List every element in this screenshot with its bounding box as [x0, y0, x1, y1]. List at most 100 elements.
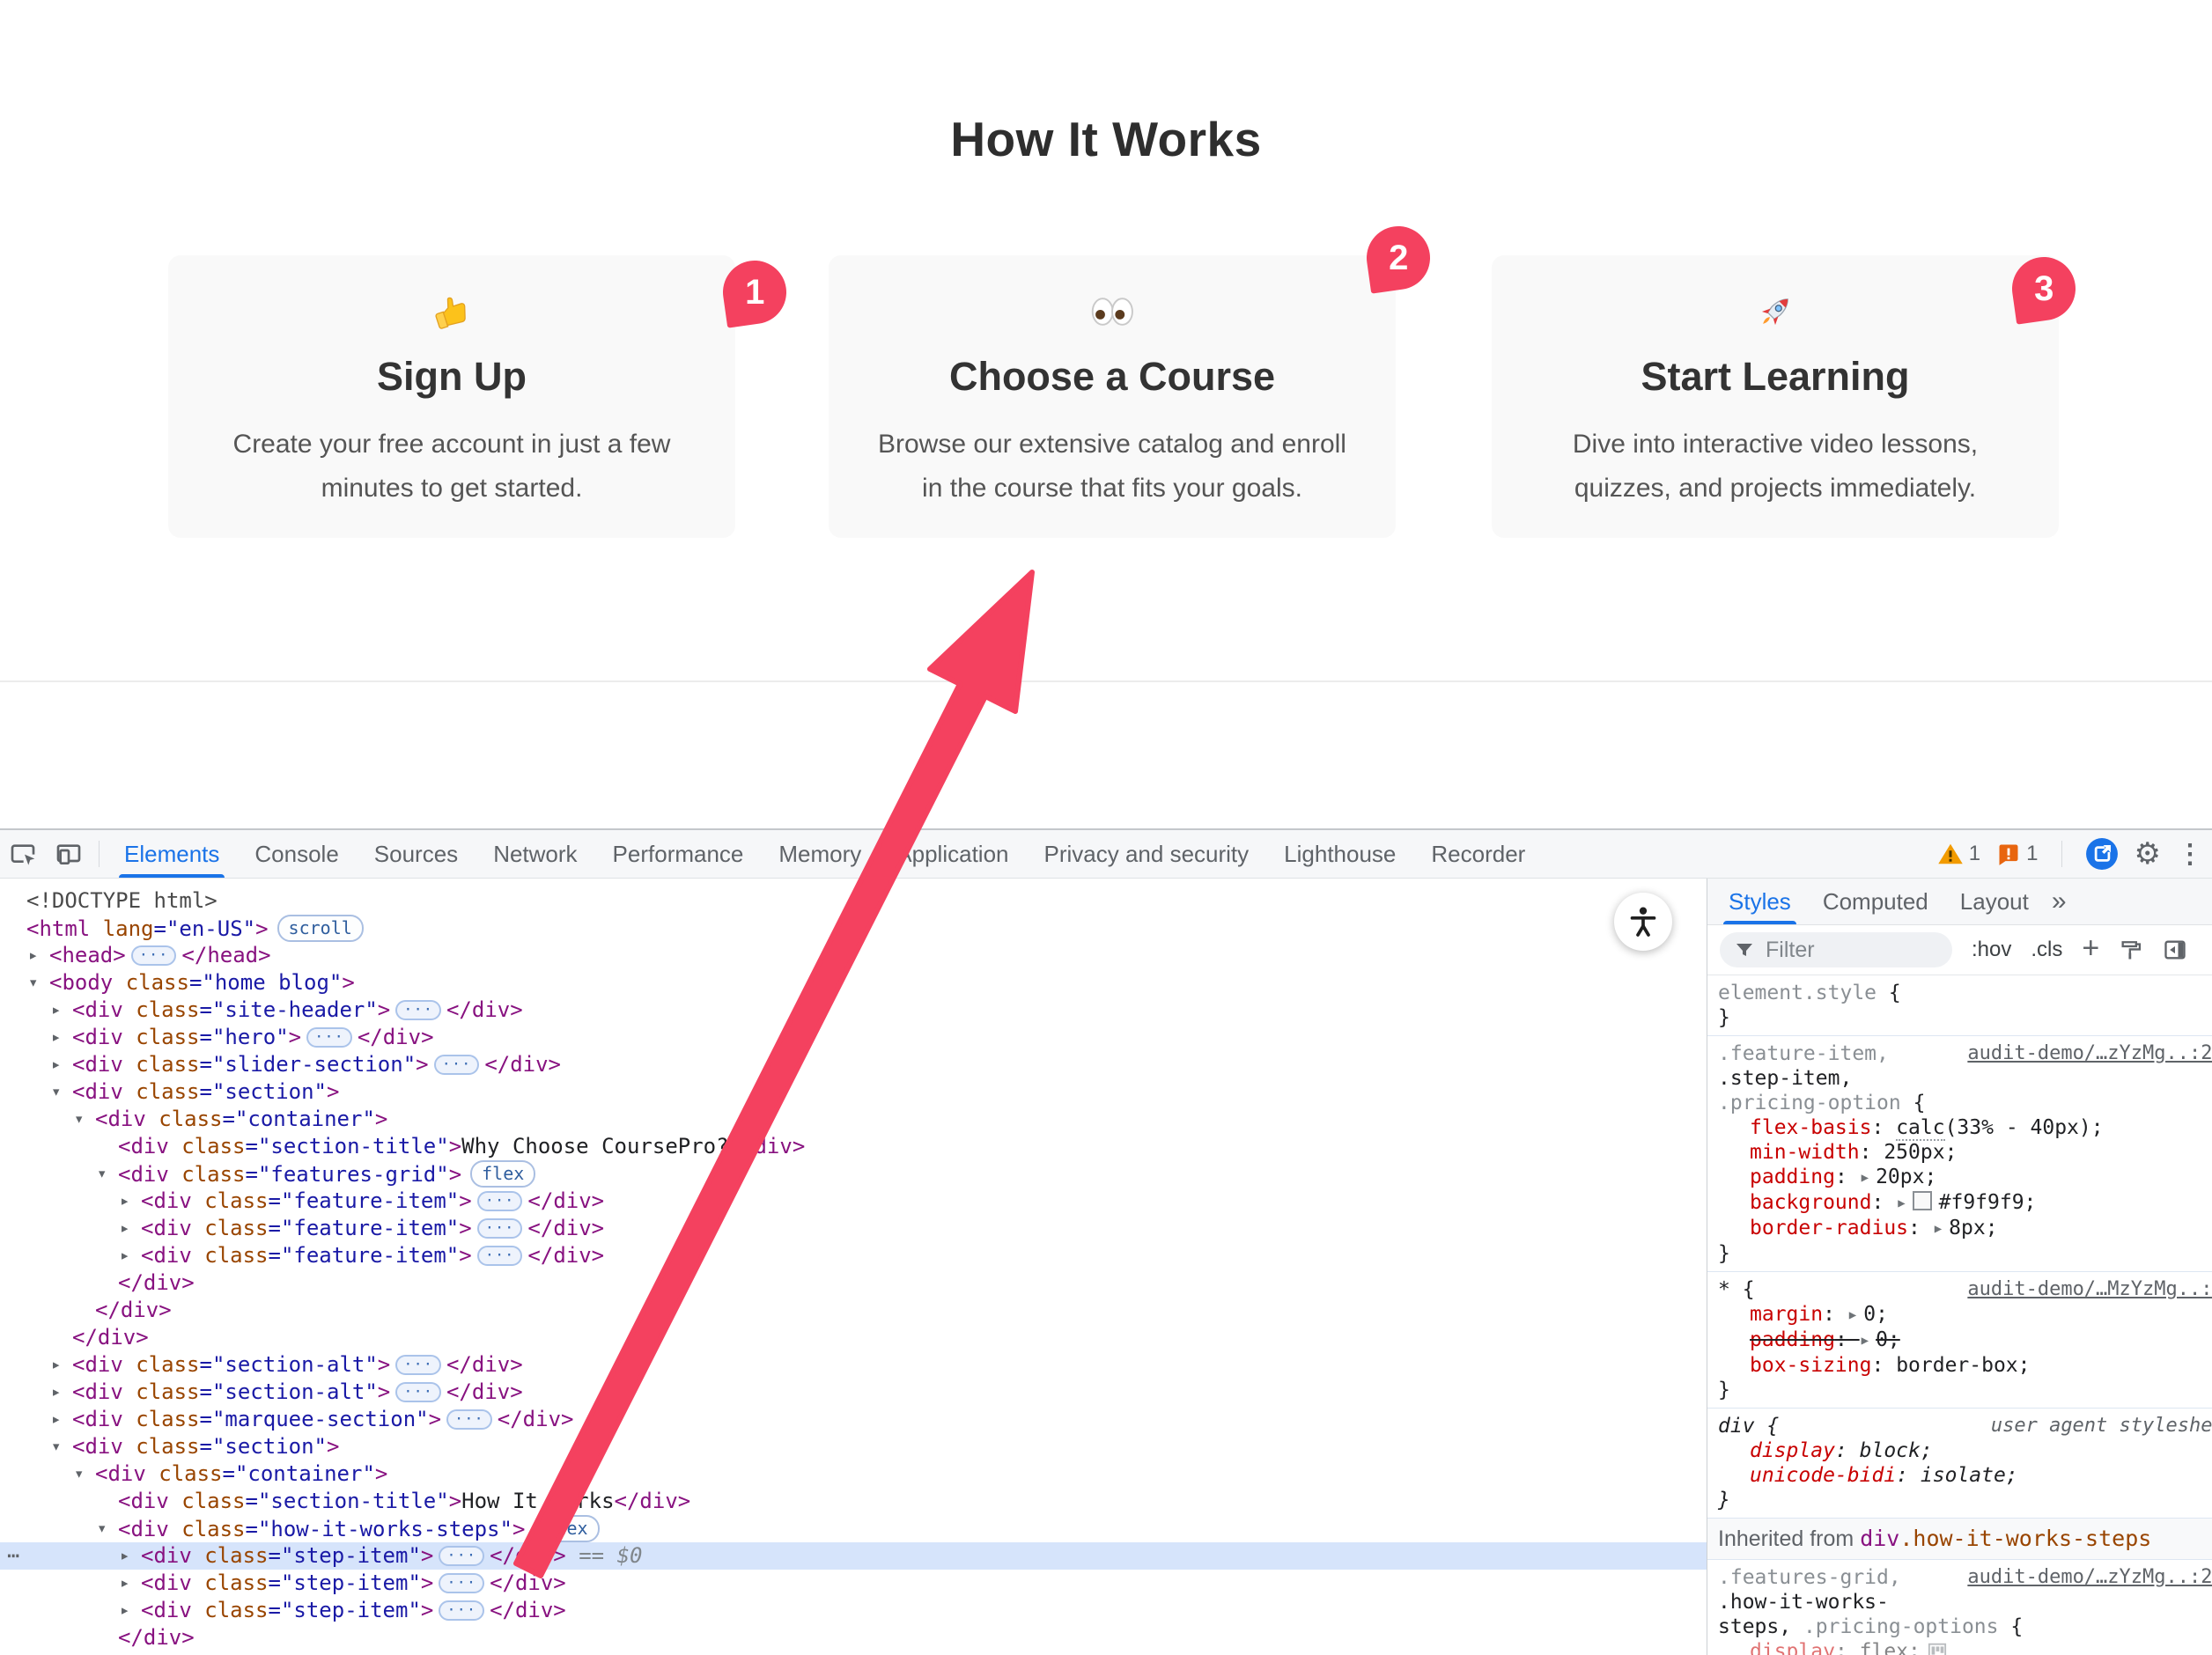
collapsed-chevron-icon[interactable]: ▸: [51, 1355, 62, 1374]
sidebar-tab-computed[interactable]: Computed: [1822, 888, 1928, 915]
collapsed-content-icon[interactable]: ···: [395, 1000, 441, 1020]
collapsed-chevron-icon[interactable]: ▸: [51, 1055, 62, 1074]
css-selector-line[interactable]: audit-demo/…zYzMg..:251.features-grid,: [1718, 1565, 2212, 1590]
scroll-badge[interactable]: scroll: [276, 915, 364, 942]
css-selector-line[interactable]: .pricing-option {: [1718, 1092, 1926, 1114]
dom-tree-row[interactable]: ▸<div class="section-alt">···</div>: [51, 1352, 523, 1377]
dom-tree-row[interactable]: <div class="section-title">Why Choose Co…: [118, 1134, 806, 1158]
dom-tree-row[interactable]: <!DOCTYPE html>: [26, 888, 218, 913]
tab-elements[interactable]: Elements: [107, 830, 237, 878]
dom-tree-row[interactable]: ▸<div class="feature-item">···</div>: [120, 1188, 605, 1213]
dom-tree-row[interactable]: </div>: [118, 1625, 195, 1650]
row-menu-dots-icon[interactable]: ⋯: [7, 1543, 22, 1568]
css-property-line[interactable]: flex-basis: calc(33% - 40px);: [1750, 1116, 2104, 1141]
dom-tree-row[interactable]: </div>: [118, 1270, 195, 1295]
stylesheet-source-link[interactable]: audit-demo/…zYzMg..:251: [1967, 1566, 2212, 1588]
collapsed-content-icon[interactable]: ···: [439, 1600, 485, 1621]
dom-tree-row[interactable]: ▸<div class="section-alt">···</div>: [51, 1379, 523, 1404]
collapsed-chevron-icon[interactable]: ▸: [120, 1246, 130, 1265]
tab-memory[interactable]: Memory: [778, 841, 862, 867]
collapsed-chevron-icon[interactable]: ▸: [51, 1000, 62, 1019]
flex-badge[interactable]: flex: [534, 1515, 600, 1542]
dom-tree-row[interactable]: ▾<div class="section">: [51, 1434, 340, 1459]
tab-lighthouse[interactable]: Lighthouse: [1284, 841, 1397, 867]
accessibility-icon[interactable]: [1614, 893, 1672, 951]
dom-tree-row[interactable]: ▸<div class="slider-section">···</div>: [51, 1052, 562, 1077]
tab-network[interactable]: Network: [493, 841, 578, 867]
dom-tree-row[interactable]: <html lang="en-US">scroll: [0, 915, 1707, 942]
collapsed-chevron-icon[interactable]: ▸: [120, 1191, 130, 1210]
tab-privacy-and-security[interactable]: Privacy and security: [1043, 841, 1250, 867]
more-options-icon[interactable]: ⋮: [2177, 839, 2203, 869]
css-property-line[interactable]: display: block;: [1750, 1439, 1933, 1462]
css-property-line[interactable]: padding: ▶20px;: [1750, 1166, 1937, 1188]
expanded-chevron-icon[interactable]: ▾: [74, 1464, 85, 1483]
collapsed-chevron-icon[interactable]: ▸: [51, 1409, 62, 1429]
settings-gear-icon[interactable]: ⚙: [2134, 837, 2161, 871]
expanded-chevron-icon[interactable]: ▾: [51, 1437, 62, 1456]
dom-tree-row[interactable]: ▾<div class="section">: [51, 1079, 340, 1104]
expand-shorthand-icon[interactable]: ▶: [1861, 1334, 1869, 1348]
collapsed-content-icon[interactable]: ···: [446, 1409, 492, 1430]
css-selector-line[interactable]: }: [1718, 1489, 1730, 1512]
css-property-line[interactable]: padding: ▶0;: [1750, 1328, 1900, 1351]
warnings-badge[interactable]: 1: [1937, 841, 1980, 867]
sidebar-tab-layout[interactable]: Layout: [1959, 888, 2029, 915]
css-property-line[interactable]: margin: ▶0;: [1750, 1303, 1888, 1326]
css-property-line[interactable]: border-radius: ▶8px;: [1750, 1217, 1998, 1239]
stylesheet-source-link[interactable]: audit-demo/…zYzMg..:259: [1967, 1042, 2212, 1064]
inherited-element-link[interactable]: div: [1860, 1526, 1900, 1551]
collapsed-content-icon[interactable]: ···: [439, 1546, 485, 1566]
css-property-line[interactable]: box-sizing: border-box;: [1750, 1354, 2031, 1377]
flex-badge[interactable]: flex: [470, 1160, 536, 1188]
tab-sources[interactable]: Sources: [373, 841, 459, 867]
issues-badge[interactable]: 1: [1996, 842, 2039, 866]
collapsed-content-icon[interactable]: ···: [476, 1246, 523, 1266]
ai-assistance-icon[interactable]: [2085, 837, 2119, 871]
rendering-icon[interactable]: [2119, 938, 2143, 962]
dom-tree-row[interactable]: </div>: [95, 1298, 172, 1322]
css-selector-line[interactable]: element.style {: [1718, 982, 1901, 1004]
collapsed-content-icon[interactable]: ···: [439, 1573, 485, 1593]
css-selector-line[interactable]: audit-demo/…MzYzMg..:48* {: [1718, 1277, 2212, 1302]
dom-tree-row[interactable]: ▸<div class="feature-item">···</div>: [120, 1216, 605, 1240]
dom-tree-row-selected[interactable]: ▸⋯<div class="step-item">···</div> == $0: [0, 1542, 1707, 1570]
collapsed-chevron-icon[interactable]: ▸: [120, 1218, 130, 1238]
dom-tree-row[interactable]: ▾<div class="container">: [74, 1461, 388, 1486]
css-property-line[interactable]: display: flex;: [1718, 1639, 2212, 1655]
expanded-chevron-icon[interactable]: ▾: [28, 973, 39, 992]
css-selector-line[interactable]: }: [1718, 1006, 1730, 1029]
expanded-chevron-icon[interactable]: ▾: [97, 1164, 107, 1183]
collapsed-content-icon[interactable]: ···: [433, 1055, 480, 1075]
styles-filter-input[interactable]: Filter: [1720, 932, 1952, 967]
dom-tree-row[interactable]: ▾<div class="features-grid">flex: [0, 1160, 1707, 1188]
css-property-line[interactable]: min-width: 250px;: [1750, 1141, 1958, 1164]
css-selector-line[interactable]: steps, .pricing-options {: [1718, 1615, 2024, 1638]
collapsed-chevron-icon[interactable]: ▸: [120, 1573, 130, 1592]
sidebar-more-tabs-icon[interactable]: »: [2051, 886, 2067, 916]
color-swatch[interactable]: [1912, 1191, 1932, 1210]
css-selector-line[interactable]: .how-it-works-: [1718, 1591, 1889, 1614]
expand-shorthand-icon[interactable]: ▶: [1848, 1308, 1857, 1322]
dom-tree-row[interactable]: ▸<head>···</head>: [28, 943, 271, 967]
collapsed-chevron-icon[interactable]: ▸: [28, 945, 39, 965]
tab-performance[interactable]: Performance: [612, 841, 744, 867]
css-selector-line[interactable]: .step-item,: [1718, 1067, 1853, 1090]
css-selector-line[interactable]: }: [1718, 1242, 1730, 1265]
collapsed-chevron-icon[interactable]: ▸: [120, 1600, 130, 1620]
tab-application[interactable]: Application: [896, 841, 1009, 867]
expand-shorthand-icon[interactable]: ▶: [1898, 1196, 1906, 1210]
expanded-chevron-icon[interactable]: ▾: [51, 1082, 62, 1101]
dom-tree-row[interactable]: ▸<div class="site-header">···</div>: [51, 997, 523, 1022]
css-property-line[interactable]: unicode-bidi: isolate;: [1750, 1464, 2018, 1487]
dom-tree-row[interactable]: ▸<div class="step-item">···</div>: [120, 1570, 566, 1595]
collapsed-content-icon[interactable]: ···: [130, 945, 177, 966]
dom-tree-row[interactable]: <div class="section-title">How It Works<…: [118, 1489, 691, 1513]
sidebar-tab-styles[interactable]: Styles: [1713, 879, 1807, 924]
collapsed-content-icon[interactable]: ···: [476, 1191, 523, 1211]
dom-tree-row[interactable]: ▸<div class="feature-item">···</div>: [120, 1243, 605, 1268]
collapsed-chevron-icon[interactable]: ▸: [51, 1382, 62, 1401]
dom-tree-row[interactable]: ▸<div class="step-item">···</div>: [120, 1598, 566, 1622]
dom-tree-row[interactable]: ▾<body class="home blog">: [28, 970, 355, 995]
